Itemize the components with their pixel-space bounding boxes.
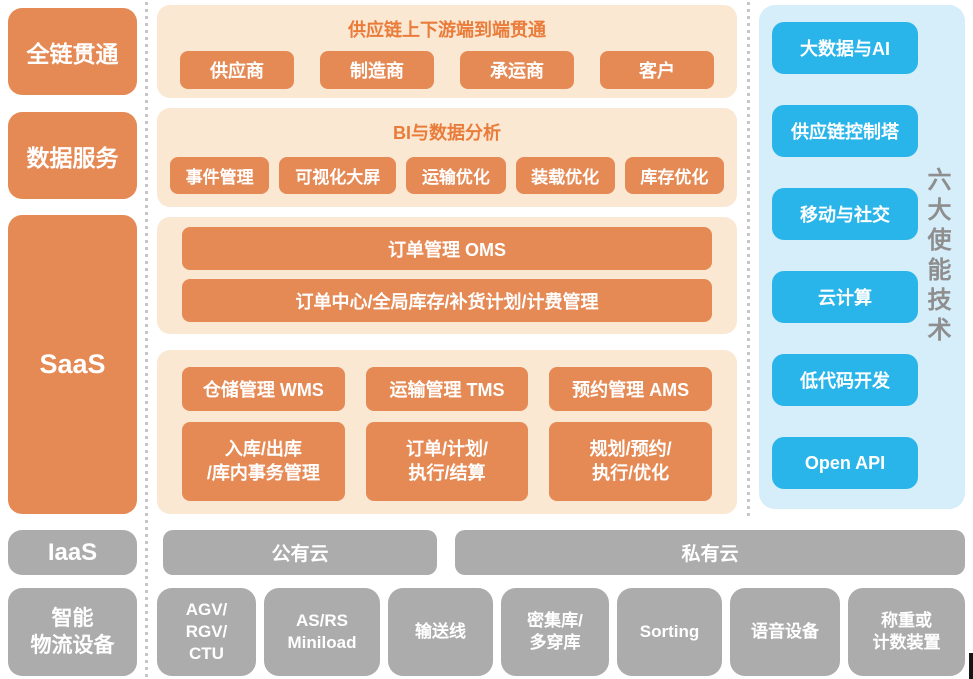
node-transport-optimization: 运输优化 [406, 157, 506, 194]
execution-systems-row: 仓储管理 WMS 运输管理 TMS 预约管理 AMS [182, 367, 713, 411]
bar-order-management-oms: 订单管理 OMS [182, 227, 712, 270]
enabling-tech-column: 大数据与AI 供应链控制塔 移动与社交 云计算 低代码开发 Open API [772, 22, 918, 489]
panel-bi-analytics: BI与数据分析 事件管理 可视化大屏 运输优化 装载优化 库存优化 [157, 108, 737, 207]
node-customer: 客户 [600, 51, 714, 89]
left-dotted-divider [145, 2, 148, 677]
device-dense-storage-shuttle: 密集库/ 多穿库 [501, 588, 609, 676]
bi-node-row: 事件管理 可视化大屏 运输优化 装载优化 库存优化 [170, 157, 725, 194]
node-visualization-dashboard: 可视化大屏 [279, 157, 397, 194]
node-mobile-social: 移动与社交 [772, 188, 918, 240]
panel-supply-chain: 供应链上下游端到端贯通 供应商 制造商 承运商 客户 [157, 5, 737, 98]
bar-public-cloud: 公有云 [163, 530, 437, 575]
device-weighing-counting: 称重或 计数装置 [848, 588, 965, 676]
left-item-saas: SaaS [8, 215, 137, 514]
left-item-full-chain: 全链贯通 [8, 8, 137, 95]
panel-enabling-technologies: 大数据与AI 供应链控制塔 移动与社交 云计算 低代码开发 Open API 六… [759, 5, 965, 509]
node-tms-functions: 订单/计划/ 执行/结算 [365, 422, 529, 501]
node-event-management: 事件管理 [170, 157, 270, 194]
bar-private-cloud: 私有云 [455, 530, 965, 575]
node-wms: 仓储管理 WMS [182, 367, 345, 411]
left-item-smart-logistics-equipment: 智能 物流设备 [8, 588, 137, 676]
node-wms-functions: 入库/出库 /库内事务管理 [182, 422, 345, 501]
device-row: AGV/ RGV/ CTU AS/RS Miniload 输送线 密集库/ 多穿… [157, 588, 965, 676]
node-ams: 预约管理 AMS [549, 367, 713, 411]
node-big-data-ai: 大数据与AI [772, 22, 918, 74]
node-open-api: Open API [772, 437, 918, 489]
panel-bi-title: BI与数据分析 [393, 123, 501, 143]
panel-execution-systems: 仓储管理 WMS 运输管理 TMS 预约管理 AMS 入库/出库 /库内事务管理… [157, 350, 737, 514]
vertical-label-six-enabling-technologies: 六大使能技术 [923, 167, 950, 347]
bar-oms-functions: 订单中心/全局库存/补货计划/计费管理 [182, 279, 712, 322]
device-asrs-miniload: AS/RS Miniload [264, 588, 380, 676]
node-manufacturer: 制造商 [320, 51, 434, 89]
left-item-iaas: IaaS [8, 530, 137, 575]
left-item-data-service: 数据服务 [8, 112, 137, 199]
node-inventory-optimization: 库存优化 [624, 157, 725, 194]
node-supply-chain-control-tower: 供应链控制塔 [772, 105, 918, 157]
edge-artifact-bar [969, 653, 973, 679]
node-cloud-computing: 云计算 [772, 271, 918, 323]
node-low-code-development: 低代码开发 [772, 354, 918, 406]
device-sorting: Sorting [617, 588, 722, 676]
node-loading-optimization: 装载优化 [515, 157, 615, 194]
device-conveyor-line: 输送线 [388, 588, 493, 676]
node-tms: 运输管理 TMS [365, 367, 529, 411]
device-voice-equipment: 语音设备 [730, 588, 840, 676]
panel-supply-chain-title: 供应链上下游端到端贯通 [348, 20, 546, 40]
right-dotted-divider [747, 2, 750, 520]
node-supplier: 供应商 [180, 51, 294, 89]
device-agv-rgv-ctu: AGV/ RGV/ CTU [157, 588, 256, 676]
supply-chain-node-row: 供应商 制造商 承运商 客户 [157, 51, 737, 89]
panel-oms: 订单管理 OMS 订单中心/全局库存/补货计划/计费管理 [157, 217, 737, 334]
execution-functions-row: 入库/出库 /库内事务管理 订单/计划/ 执行/结算 规划/预约/ 执行/优化 [182, 422, 713, 501]
node-ams-functions: 规划/预约/ 执行/优化 [549, 422, 713, 501]
node-carrier: 承运商 [460, 51, 574, 89]
